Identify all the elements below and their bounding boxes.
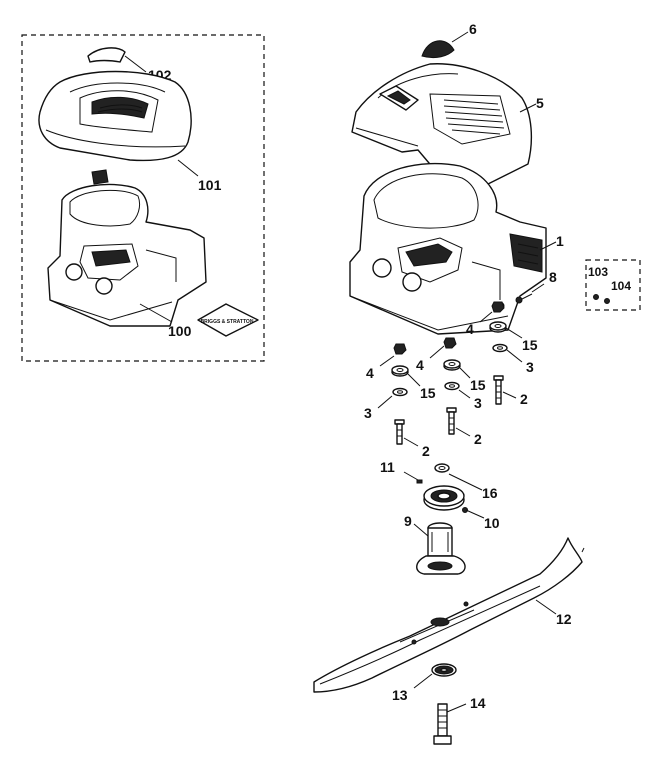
label-4-right: 4	[466, 321, 474, 337]
label-10: 10	[484, 515, 500, 531]
label-13: 13	[392, 687, 408, 703]
label-3-left: 3	[364, 405, 372, 421]
washer-3-middle	[444, 381, 460, 391]
engine-kit-group-frame	[21, 34, 265, 362]
nut-4-left	[393, 343, 407, 355]
label-14: 14	[470, 695, 486, 711]
label-1: 1	[556, 233, 564, 249]
collar-16	[434, 463, 450, 473]
label-2-middle: 2	[474, 431, 482, 447]
nut-4-middle	[443, 337, 457, 349]
spacer-15-right	[489, 321, 507, 333]
label-15-left: 15	[420, 385, 436, 401]
kit-103-104-frame	[585, 259, 641, 311]
svg-text:BRIGGS & STRATTON: BRIGGS & STRATTON	[201, 319, 254, 325]
blade-holder-9	[416, 522, 466, 575]
shroud-5	[351, 63, 533, 189]
nut-4-right	[491, 301, 505, 313]
label-2-left: 2	[422, 443, 430, 459]
label-3-middle: 3	[474, 395, 482, 411]
pulley-adapter-10	[423, 485, 468, 513]
blade-12	[313, 537, 585, 693]
label-4-left: 4	[366, 365, 374, 381]
blade-bolt-14	[433, 703, 452, 745]
key-11	[416, 479, 423, 484]
label-4-middle: 4	[416, 357, 424, 373]
label-12: 12	[556, 611, 572, 627]
label-101: 101	[198, 177, 222, 193]
bolt-2-middle	[446, 407, 457, 435]
label-3-right: 3	[526, 359, 534, 375]
label-2-right: 2	[520, 391, 528, 407]
spring-washer-13	[431, 663, 457, 677]
screw-8	[515, 293, 533, 304]
label-103: 103	[588, 265, 608, 279]
label-15-right: 15	[522, 337, 538, 353]
shroud-vent-grille	[443, 99, 505, 135]
cap-6	[421, 40, 455, 59]
spacer-15-left	[391, 365, 409, 377]
cover-cap-102	[87, 47, 126, 63]
bolt-2-right	[493, 375, 504, 405]
label-100: 100	[168, 323, 192, 339]
spacer-15-middle	[443, 359, 461, 371]
label-9: 9	[404, 513, 412, 529]
bolt-2-left	[394, 419, 405, 445]
briggs-stratton-logo: BRIGGS & STRATTON	[197, 303, 259, 337]
engine-cover-101	[38, 70, 192, 162]
label-8: 8	[549, 269, 557, 285]
label-104: 104	[611, 279, 631, 293]
engine-block-100	[47, 169, 207, 327]
washer-3-right	[492, 343, 508, 353]
engine-1	[349, 162, 547, 335]
label-15-middle: 15	[470, 377, 486, 393]
label-5: 5	[536, 95, 544, 111]
label-16: 16	[482, 485, 498, 501]
label-11: 11	[380, 459, 395, 475]
washer-3-left	[392, 387, 408, 397]
label-6: 6	[469, 21, 477, 37]
